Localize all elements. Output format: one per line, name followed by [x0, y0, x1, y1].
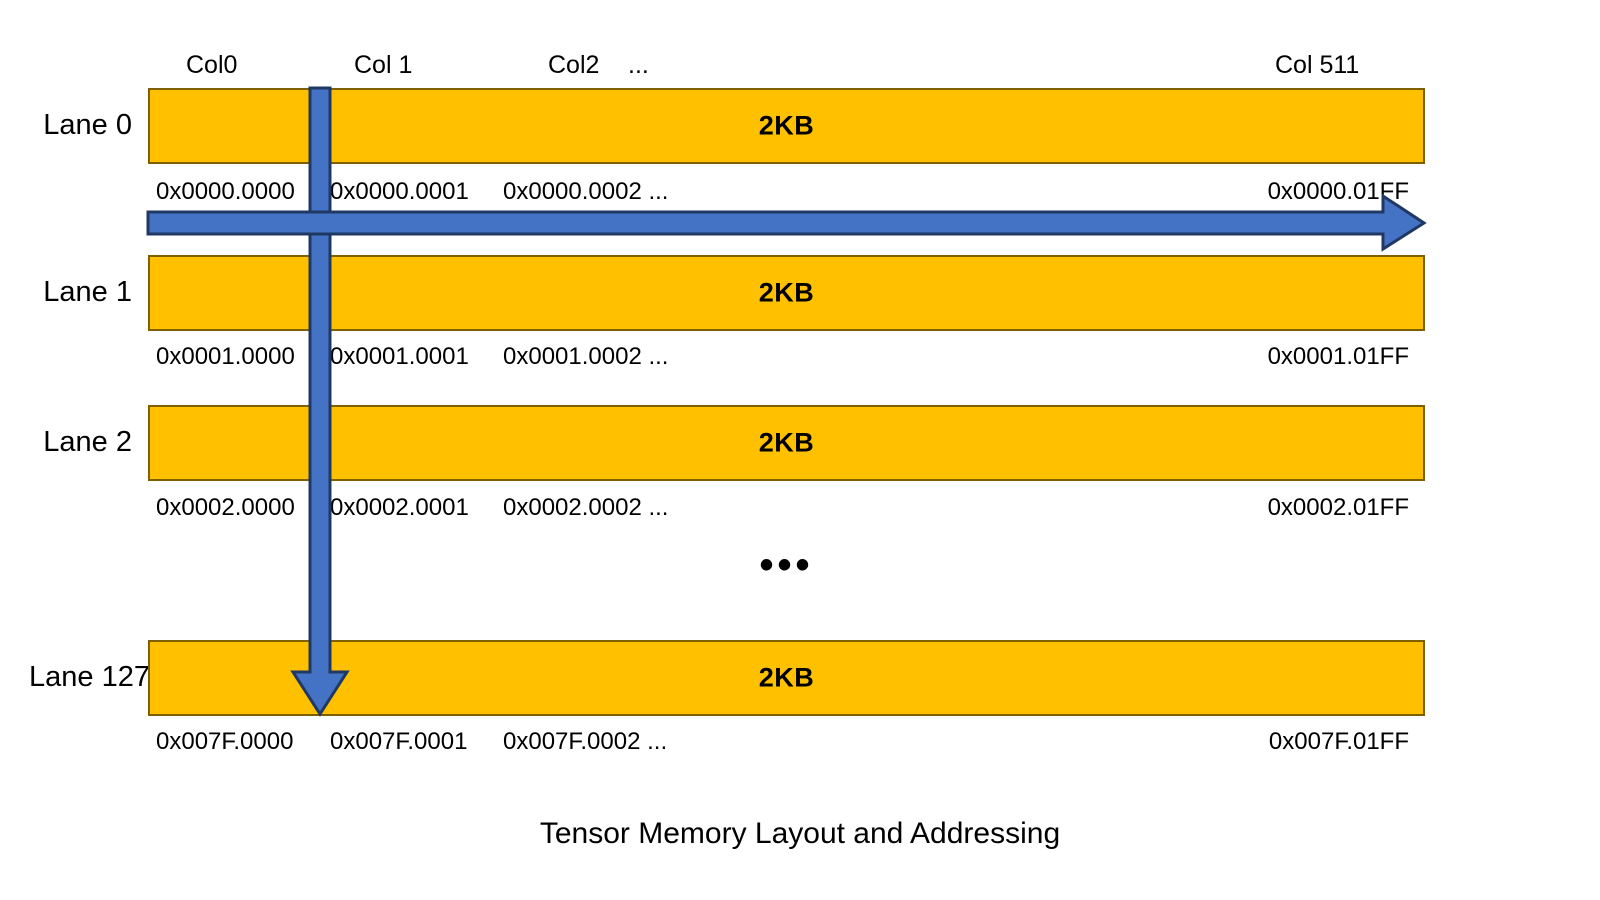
- address-lane0-col511: 0x0000.01FF: [1267, 178, 1409, 205]
- address-row-2: 0x0002.0000 0x0002.0001 0x0002.0002 ... …: [148, 492, 1425, 524]
- column-header-col0: Col0: [186, 51, 238, 79]
- diagram-caption: Tensor Memory Layout and Addressing: [539, 817, 1061, 850]
- address-lane2-col0: 0x0002.0000: [156, 494, 295, 521]
- address-lane2-col511: 0x0002.01FF: [1267, 494, 1409, 521]
- address-lane1-col1: 0x0001.0001: [330, 343, 469, 370]
- address-row-0: 0x0000.0000 0x0000.0001 0x0000.0002 ... …: [148, 176, 1425, 208]
- lane-bar-1: 2KB: [148, 255, 1425, 331]
- address-lane2-col1: 0x0002.0001: [330, 494, 469, 521]
- address-lane0-col0: 0x0000.0000: [156, 178, 295, 205]
- column-header-col1: Col 1: [354, 51, 413, 79]
- lane-size-label-2: 2KB: [758, 427, 815, 458]
- lane-bar-2: 2KB: [148, 405, 1425, 481]
- column-header-col511: Col 511: [1275, 51, 1360, 79]
- lane-label-0: Lane 0: [43, 109, 132, 141]
- lane-bar-0: 2KB: [148, 88, 1425, 164]
- address-lane127-col2: 0x007F.0002 ...: [503, 728, 668, 755]
- lane-size-label-127: 2KB: [758, 662, 815, 693]
- lane-continuation-ellipsis: •••: [759, 543, 814, 587]
- address-row-127: 0x007F.0000 0x007F.0001 0x007F.0002 ... …: [148, 726, 1425, 758]
- lane-label-127: Lane 127: [29, 661, 150, 693]
- column-header-col2: Col2: [548, 51, 600, 79]
- address-row-1: 0x0001.0000 0x0001.0001 0x0001.0002 ... …: [148, 341, 1425, 373]
- address-lane1-col0: 0x0001.0000: [156, 343, 295, 370]
- lane-label-1: Lane 1: [43, 276, 132, 308]
- address-lane127-col0: 0x007F.0000: [156, 728, 294, 755]
- address-lane2-col2: 0x0002.0002 ...: [503, 494, 669, 521]
- address-lane1-col2: 0x0001.0002 ...: [503, 343, 669, 370]
- lane-size-label-1: 2KB: [758, 277, 815, 308]
- address-lane127-col511: 0x007F.01FF: [1268, 728, 1409, 755]
- lane-size-label-0: 2KB: [758, 110, 815, 141]
- lane-bar-127: 2KB: [148, 640, 1425, 716]
- address-lane1-col511: 0x0001.01FF: [1267, 343, 1409, 370]
- lane-label-2: Lane 2: [43, 426, 132, 458]
- address-lane0-col1: 0x0000.0001: [330, 178, 469, 205]
- address-lane0-col2: 0x0000.0002 ...: [503, 178, 669, 205]
- column-header-ellipsis: ...: [628, 51, 649, 79]
- address-lane127-col1: 0x007F.0001: [330, 728, 468, 755]
